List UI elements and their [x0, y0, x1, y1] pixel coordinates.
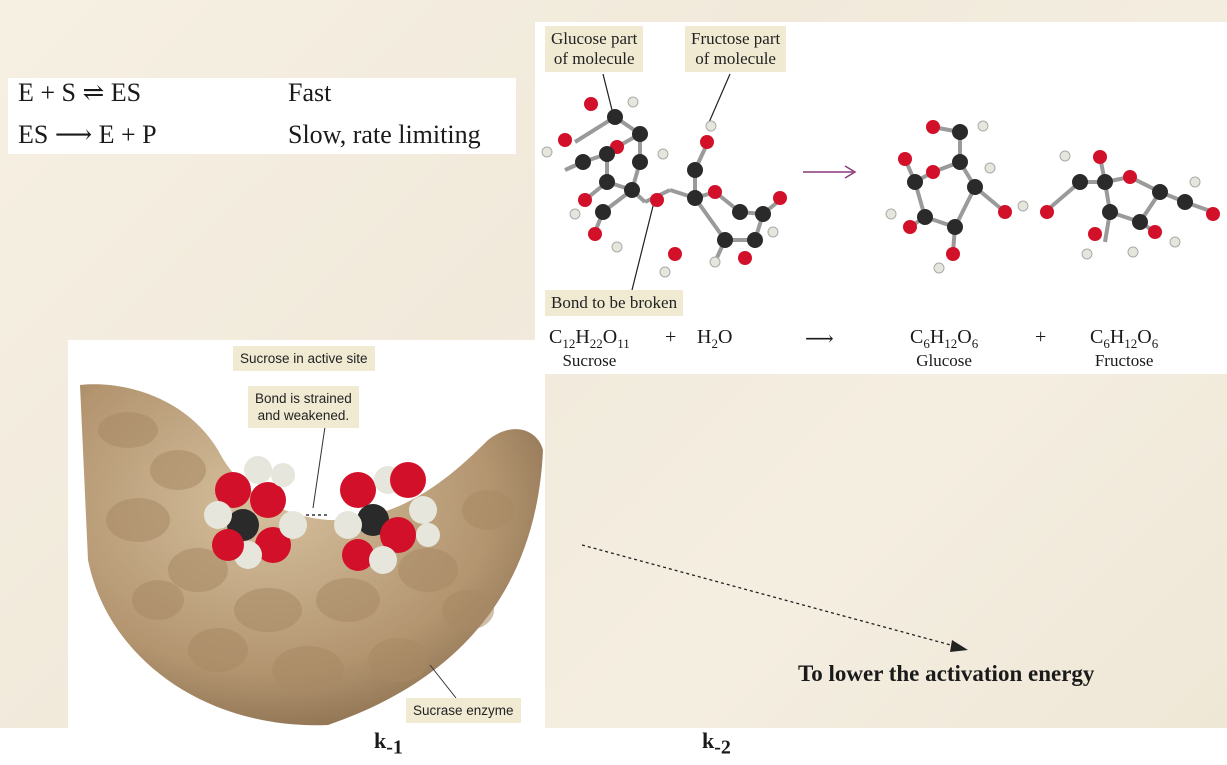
strained-leader-line: [312, 419, 327, 509]
glucose-space-fill: [204, 456, 307, 569]
fructose-atoms: [1040, 150, 1220, 260]
rate-constant-k-minus-2: k-2: [702, 728, 731, 759]
enzyme-illustration: [80, 384, 543, 726]
rate-constant-k-minus-1: k-1: [374, 728, 403, 759]
callout-glucose-part: Glucose part of molecule: [545, 26, 644, 72]
label-sucrose: Sucrose: [562, 351, 617, 370]
equation-binding-rate: Fast: [288, 78, 332, 107]
label-strained-line2: and weakened.: [257, 408, 350, 423]
label-sucrase-enzyme: Sucrase enzyme: [406, 698, 521, 723]
label-fructose: Fructose: [1094, 351, 1154, 370]
plus-sign: +: [665, 326, 677, 348]
fructose-leader-line: [706, 73, 731, 128]
equation-catalysis-rate: Slow, rate limiting: [288, 120, 481, 149]
k1-subscript: -1: [386, 736, 403, 759]
label-glucose: Glucose: [916, 351, 972, 370]
sucrose-atoms: [541, 96, 787, 278]
callout-glucose-line2: of molecule: [553, 49, 635, 68]
reaction-arrow: ⟶: [805, 328, 834, 350]
enzyme-active-site-panel: Sucrose in active site Bond is strained …: [68, 340, 545, 728]
formula-water: H2O: [697, 326, 733, 351]
callout-fructose-line2: of molecule: [695, 49, 776, 68]
enzyme-texture: [98, 412, 514, 694]
k2-subscript: -2: [714, 736, 731, 759]
callout-bond-to-break: Bond to be broken: [545, 290, 684, 316]
activation-energy-text: To lower the activation energy: [798, 661, 1095, 686]
label-bond-strained: Bond is strained and weakened.: [248, 386, 359, 428]
fructose-space-fill: [334, 462, 440, 574]
equation-binding: E + S ⇌ ES: [18, 78, 142, 107]
callout-glucose-line1: Glucose part: [551, 29, 638, 48]
glucose-atoms: [885, 120, 1029, 274]
rate-equations: E + S ⇌ ES Fast ES ⟶ E + P Slow, rate li…: [8, 78, 516, 154]
callout-fructose-part: Fructose part of molecule: [685, 26, 787, 72]
molecule-illustration: [541, 73, 1220, 291]
k2-letter: k: [702, 728, 715, 753]
label-strained-line1: Bond is strained: [255, 391, 352, 406]
callout-fructose-line1: Fructose part: [691, 29, 781, 48]
label-active-site: Sucrose in active site: [233, 346, 375, 371]
equation-catalysis: ES ⟶ E + P: [18, 120, 157, 149]
enzyme-leader-line: [429, 664, 457, 699]
k1-letter: k: [374, 728, 387, 753]
sucrose-hydrolysis-diagram: Glucose part of molecule Fructose part o…: [535, 22, 1227, 374]
plus-sign-2: +: [1035, 326, 1047, 348]
bond-leader-line: [631, 197, 656, 291]
